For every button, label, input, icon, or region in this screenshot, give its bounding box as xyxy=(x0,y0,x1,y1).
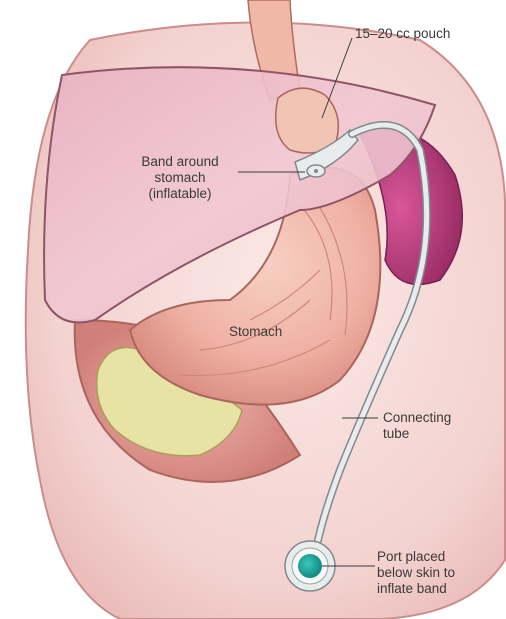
band-clasp-icon xyxy=(307,165,325,177)
port-label: Port placed below skin to inflate band xyxy=(377,549,455,597)
band-label: Band around stomach (inflatable) xyxy=(120,154,240,202)
tube-label: Connecting tube xyxy=(383,410,451,442)
stomach-label: Stomach xyxy=(229,324,282,340)
pouch-label: 15–20 cc pouch xyxy=(355,26,450,42)
